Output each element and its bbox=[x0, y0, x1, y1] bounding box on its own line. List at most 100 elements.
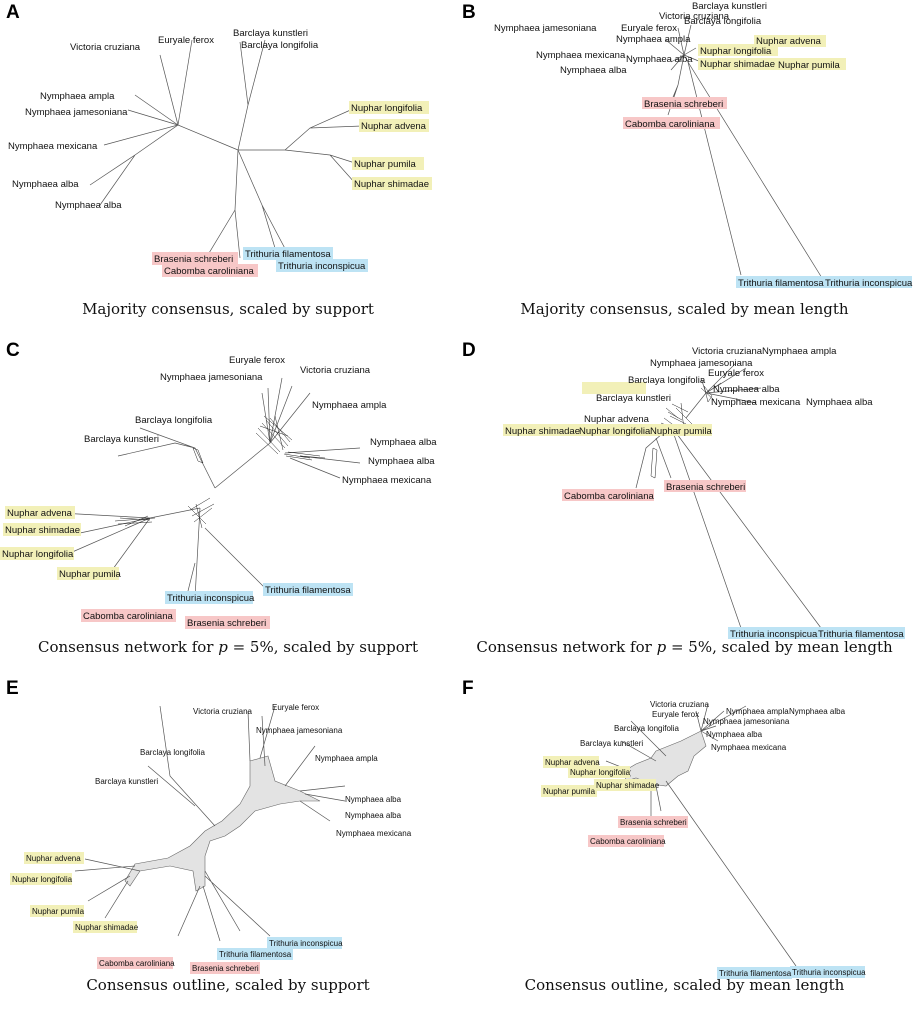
panel-caption: Consensus outline, scaled by mean length bbox=[524, 976, 845, 994]
taxon-label: Trithuria inconspicua bbox=[269, 939, 343, 948]
taxon-label: Cabomba caroliniana bbox=[590, 837, 666, 846]
taxon-label: Trithuria filamentosa bbox=[265, 585, 351, 596]
taxon-label: Nymphaea jamesoniana bbox=[256, 726, 343, 735]
taxon-label: Barclaya longifolia bbox=[628, 375, 706, 386]
taxon-label: Barclaya kunstleri bbox=[596, 393, 671, 404]
taxon-label: Trithuria filamentosa bbox=[818, 629, 904, 640]
taxon-label: Trithuria inconspicua bbox=[825, 278, 913, 289]
taxon-label: Nuphar pumila bbox=[543, 787, 596, 796]
taxon-label: Nuphar shimadae bbox=[700, 59, 775, 70]
taxon-label: Trithuria inconspicua bbox=[792, 968, 866, 977]
caption-variable: p bbox=[656, 638, 667, 656]
taxon-label: Nymphaea alba bbox=[12, 179, 79, 190]
taxon-label: Barclaya longifolia bbox=[614, 724, 679, 733]
taxon-label: Barclaya kunstleri bbox=[692, 1, 767, 12]
taxon-label: Nuphar advena bbox=[545, 758, 600, 767]
taxon-label: Trithuria inconspicua bbox=[278, 261, 366, 272]
taxon-label: Victoria cruziana bbox=[300, 365, 371, 376]
taxon-label: Brasenia schreberi bbox=[666, 482, 745, 493]
taxon-label: Nuphar pumila bbox=[650, 426, 712, 437]
taxon-label: Nuphar pumila bbox=[32, 907, 85, 916]
taxon-label: Nuphar longifolia bbox=[700, 46, 772, 57]
taxon-label: Nymphaea ampla bbox=[312, 400, 387, 411]
panel-letter: D bbox=[462, 340, 476, 361]
outline-length: Victoria cruziana Nymphaea ampla Nymphae… bbox=[541, 700, 866, 979]
taxon-label: Nuphar advena bbox=[7, 508, 73, 519]
taxon-label: Nymphaea alba bbox=[370, 437, 437, 448]
taxon-label: Nuphar advena bbox=[361, 121, 427, 132]
taxon-label: Nymphaea ampla bbox=[40, 91, 115, 102]
taxon-label: Nuphar pumila bbox=[778, 60, 840, 71]
taxon-label: Euryale ferox bbox=[272, 703, 319, 712]
taxon-label: Nymphaea alba bbox=[368, 456, 435, 467]
taxon-label: Nymphaea mexicana bbox=[711, 743, 787, 752]
taxon-label: Nymphaea mexicana bbox=[711, 397, 801, 408]
taxon-label: Nuphar advena bbox=[756, 36, 822, 47]
taxon-label: Brasenia schreberi bbox=[620, 818, 687, 827]
panel-letter: F bbox=[462, 678, 474, 699]
taxon-label: Brasenia schreberi bbox=[192, 964, 259, 973]
taxon-label: Nymphaea jamesoniana bbox=[650, 358, 753, 369]
taxon-label: Nymphaea mexicana bbox=[342, 475, 432, 486]
taxon-label: Nuphar longifolia bbox=[2, 549, 74, 560]
panel-caption: Consensus outline, scaled by support bbox=[86, 976, 370, 994]
taxon-label: Trithuria inconspicua bbox=[167, 593, 255, 604]
taxon-label: Nymphaea mexicana bbox=[536, 50, 626, 61]
taxon-label: Barclaya kunstleri bbox=[84, 434, 159, 445]
taxon-label: Trithuria filamentosa bbox=[719, 969, 792, 978]
taxon-label: Nuphar longifolia bbox=[570, 768, 631, 777]
taxon-label: Nuphar pumila bbox=[59, 569, 121, 580]
taxon-label: Nymphaea alba bbox=[789, 707, 846, 716]
taxon-label: Cabomba caroliniana bbox=[625, 119, 715, 130]
tree-majority-support: Victoria cruziana Euryale ferox Barclaya… bbox=[8, 28, 432, 277]
taxon-label: Nuphar shimadae bbox=[596, 781, 660, 790]
panel-letter: E bbox=[6, 678, 19, 699]
taxon-label: Barclaya longifolia bbox=[241, 40, 319, 51]
taxon-label: Nymphaea jamesoniana bbox=[703, 717, 790, 726]
panel-a: A Victoria cruziana Euryale ferox Barcla… bbox=[0, 0, 456, 338]
taxon-label: Nymphaea ampla bbox=[726, 707, 789, 716]
panel-b: B Barclaya kunstleri Victoria cruziana B… bbox=[456, 0, 913, 338]
taxon-label: Victoria cruziana bbox=[193, 707, 253, 716]
taxon-label: Nymphaea alba bbox=[345, 795, 402, 804]
taxon-label: Nuphar advena bbox=[584, 414, 650, 425]
panel-e: E Victoria cruziana Euryale ferox Nympha… bbox=[0, 676, 456, 1014]
panel-f: F Victoria cruziana Nymphaea ampla Nymph… bbox=[456, 676, 913, 1014]
panel-d: D Victoria cruziana Nymphaea ampla Nymph… bbox=[456, 338, 913, 676]
taxon-label: Euryale ferox bbox=[158, 35, 214, 46]
taxon-label: Nymphaea alba bbox=[55, 200, 122, 211]
caption-text: Consensus network for bbox=[38, 638, 219, 656]
panel-letter: A bbox=[6, 2, 20, 23]
taxon-label: Barclaya longifolia bbox=[135, 415, 213, 426]
taxon-label: Nymphaea mexicana bbox=[8, 141, 98, 152]
taxon-label: Nymphaea ampla bbox=[616, 34, 691, 45]
taxon-label: Nuphar shimadae bbox=[5, 525, 80, 536]
taxon-label: Nymphaea jamesoniana bbox=[160, 372, 263, 383]
taxon-label: Nuphar longifolia bbox=[579, 426, 651, 437]
caption-text: Consensus network for bbox=[476, 638, 657, 656]
taxon-label: Nymphaea jamesoniana bbox=[494, 23, 597, 34]
panel-caption: Consensus network for p = 5%, scaled by … bbox=[0, 638, 456, 656]
taxon-label: Nuphar shimadae bbox=[354, 179, 429, 190]
taxon-label: Euryale ferox bbox=[652, 710, 699, 719]
taxon-label: Victoria cruziana bbox=[659, 11, 730, 22]
panel-caption: Majority consensus, scaled by mean lengt… bbox=[520, 300, 849, 318]
taxon-label: Brasenia schreberi bbox=[154, 254, 233, 265]
taxon-label: Cabomba caroliniana bbox=[83, 611, 173, 622]
taxon-label: Nymphaea alba bbox=[713, 384, 780, 395]
taxon-label: Trithuria inconspicua bbox=[730, 629, 818, 640]
taxon-label: Nuphar longifolia bbox=[351, 103, 423, 114]
taxon-label: Cabomba caroliniana bbox=[564, 491, 654, 502]
taxon-label: Euryale ferox bbox=[708, 368, 764, 379]
taxon-label: Nymphaea jamesoniana bbox=[25, 107, 128, 118]
taxon-label: Barclaya kunstleri bbox=[233, 28, 308, 39]
taxon-label: Cabomba caroliniana bbox=[164, 266, 254, 277]
taxon-label: Barclaya longifolia bbox=[684, 16, 762, 27]
taxon-label: Nymphaea alba bbox=[626, 54, 693, 65]
taxon-label: Brasenia schreberi bbox=[187, 618, 266, 629]
taxon-label: Victoria cruziana bbox=[70, 42, 141, 53]
outline-support: Victoria cruziana Euryale ferox Nymphaea… bbox=[10, 703, 412, 974]
panel-caption: Consensus network for p = 5%, scaled by … bbox=[456, 638, 913, 656]
caption-text: = 5%, scaled by support bbox=[227, 638, 418, 656]
panel-letter: C bbox=[6, 340, 20, 361]
